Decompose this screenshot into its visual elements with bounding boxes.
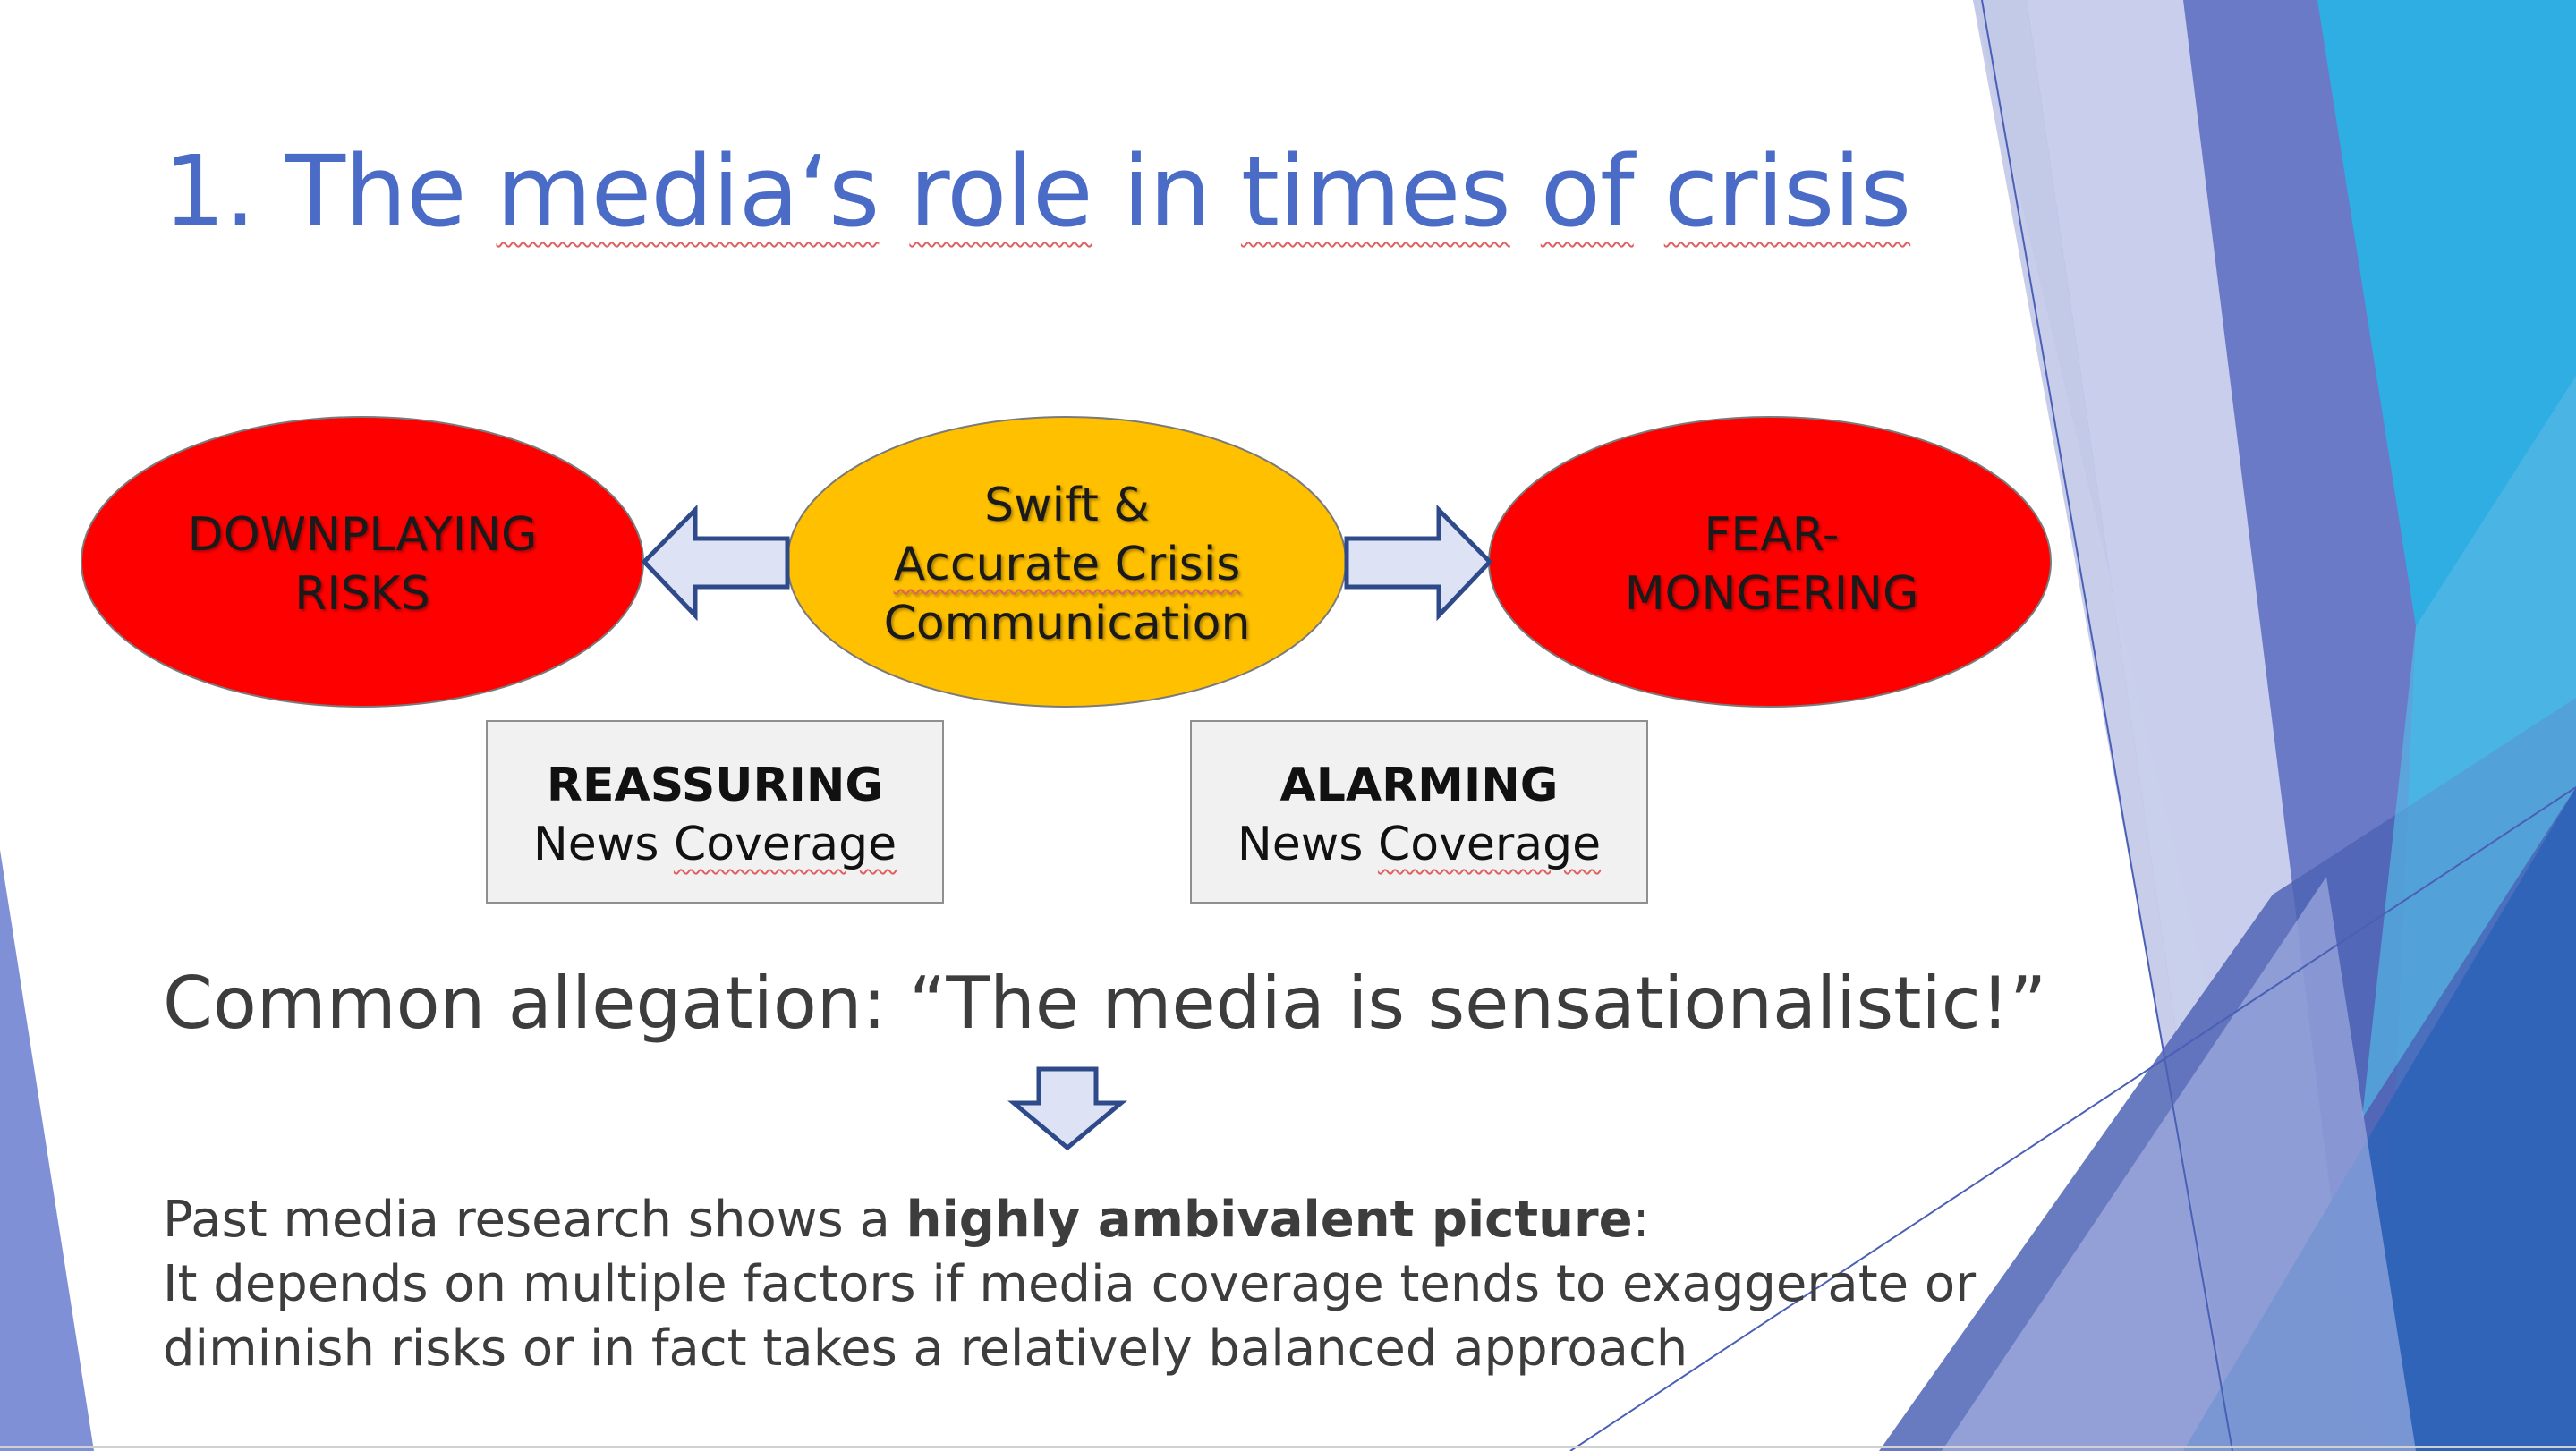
alarming-coverage: Coverage [1377, 818, 1602, 871]
fearmongering-line2: MONGERING [1624, 567, 1919, 621]
reassuring-coverage: Coverage [673, 818, 897, 871]
research-line2: It depends on multiple factors if media … [163, 1255, 1977, 1378]
swift-line1: Swift & [984, 479, 1150, 532]
title-word-crisis: crisis [1663, 134, 1911, 249]
swift-line2: Accurate Crisis [893, 538, 1241, 591]
alarming-news: News [1237, 818, 1378, 871]
title-prefix: 1. The [163, 134, 497, 249]
reassuring-box: REASSURING News Coverage [486, 720, 944, 904]
alarming-subtitle: News Coverage [1192, 815, 1646, 874]
common-allegation: Common allegation: “The media is sensati… [163, 962, 2047, 1045]
downplaying-line2: RISKS [294, 567, 430, 621]
reassuring-subtitle: News Coverage [488, 815, 942, 874]
alarming-heading: ALARMING [1279, 759, 1559, 812]
research-line1-end: : [1632, 1191, 1650, 1249]
slide-bottom-border [0, 1446, 2576, 1448]
research-highlight: highly ambivalent picture [905, 1191, 1633, 1249]
reassuring-heading: REASSURING [546, 759, 884, 812]
alarming-box: ALARMING News Coverage [1190, 720, 1648, 904]
right-shape-soft-wedge [1942, 877, 2416, 1451]
swift-communication-label: Swift & Accurate Crisis Communication [832, 476, 1302, 653]
research-line1-start: Past media research shows a [163, 1191, 906, 1249]
title-word-times: times [1240, 134, 1511, 249]
downplaying-label: DOWNPLAYING RISKS [107, 505, 617, 624]
research-summary: Past media research shows a highly ambiv… [163, 1188, 1997, 1381]
title-word-role: role [909, 134, 1092, 249]
title-word-media: media‘s [496, 134, 880, 249]
right-arrow-icon [1344, 504, 1493, 622]
deco-line-vertical [1981, 0, 2233, 1451]
right-shape-light-wedge [2362, 376, 2576, 1118]
left-edge-shape [0, 850, 94, 1451]
swift-line3: Communication [883, 597, 1251, 650]
down-arrow-icon [1007, 1066, 1127, 1151]
deco-line-diagonal [1569, 786, 2576, 1451]
left-arrow-icon [641, 504, 790, 622]
title-word-of: of [1540, 134, 1635, 249]
fearmongering-line1: FEAR- [1704, 508, 1840, 562]
reassuring-news: News [532, 818, 674, 871]
title-mid: in [1092, 134, 1241, 249]
downplaying-line1: DOWNPLAYING [187, 508, 538, 562]
slide-title: 1. The media‘s role in times of crisis [163, 134, 1911, 249]
fearmongering-label: FEAR- MONGERING [1521, 505, 2022, 624]
